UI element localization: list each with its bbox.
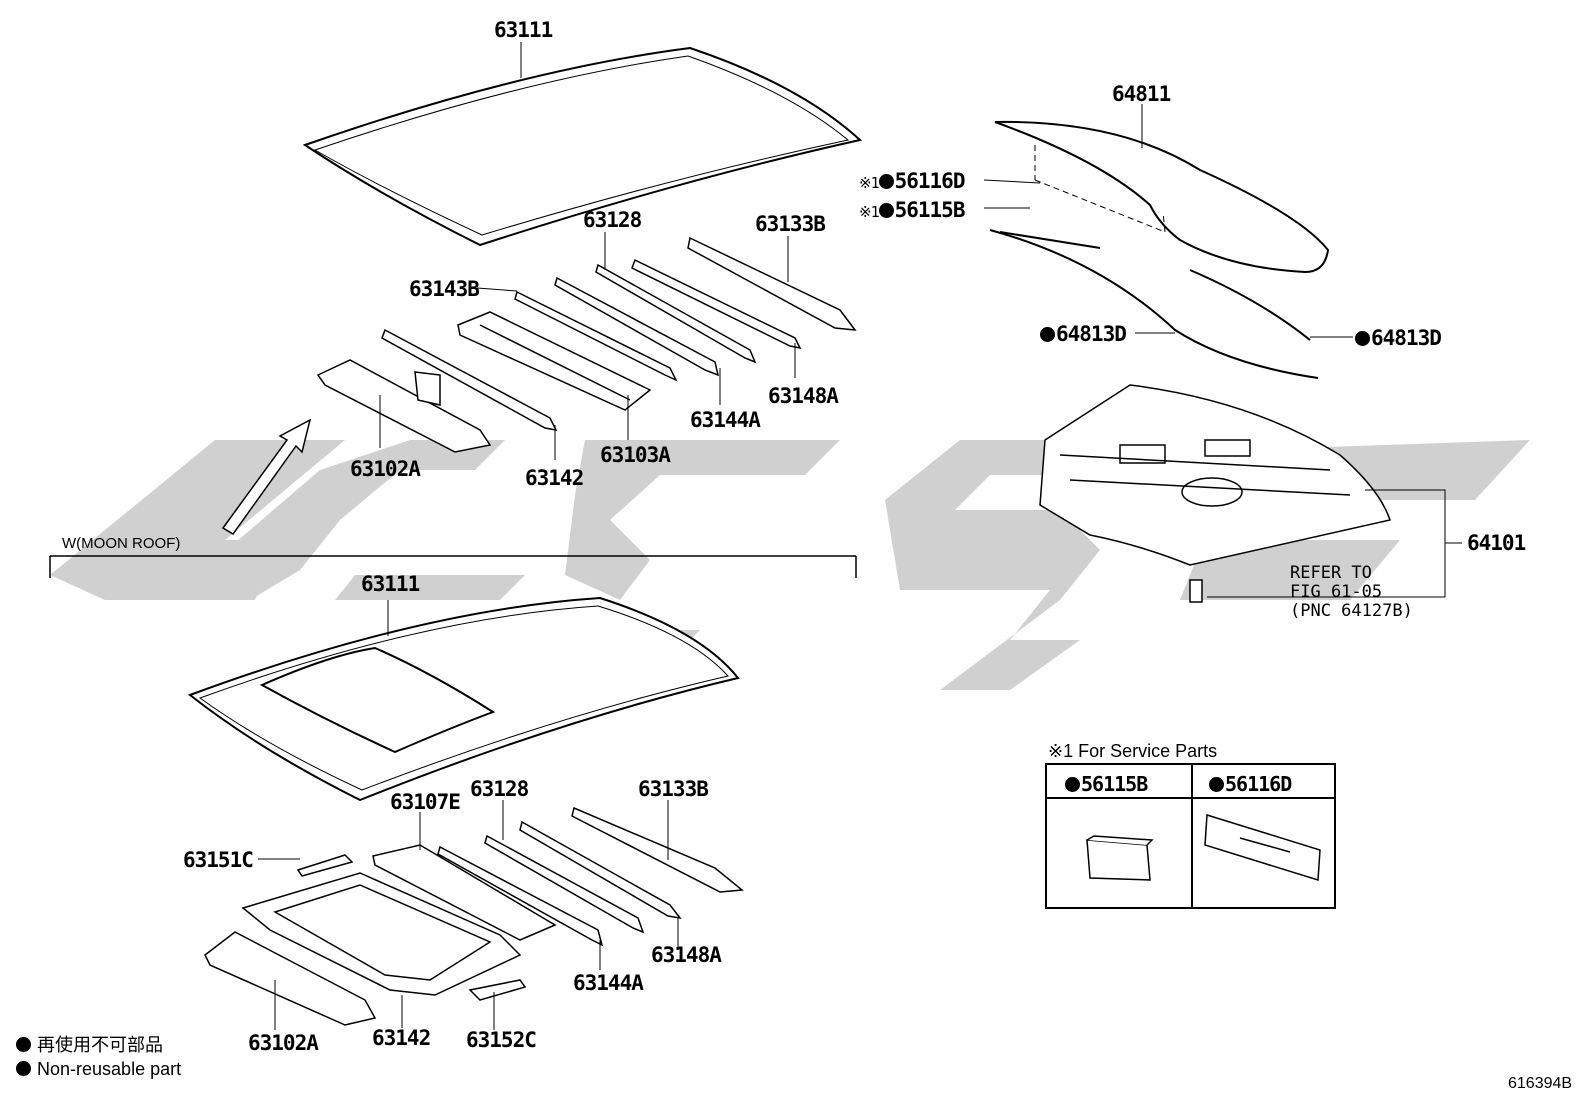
roof-panel-lower (187, 596, 740, 802)
figure-id: 616394B (1508, 1075, 1573, 1092)
label-63128-lower: 63128 (470, 777, 529, 801)
non-reusable-dot (878, 203, 894, 218)
label-roof-upper: 63111 (494, 18, 553, 42)
legend-en: Non-reusable part (16, 1060, 181, 1078)
label-63148A-upper: 63148A (768, 384, 839, 408)
package-tray-panel (1039, 384, 1391, 566)
moonroof-arrow (221, 418, 312, 535)
non-reusable-dot (878, 174, 894, 189)
label-63133B-lower: 63133B (638, 777, 709, 801)
label-63133B-upper: 63133B (755, 212, 826, 236)
moonroof-frame-inner (273, 884, 492, 981)
label-63102A-lower: 63102A (248, 1031, 319, 1055)
label-63152C-lower: 63152C (466, 1028, 537, 1052)
reinforcement-63133B (687, 236, 857, 331)
clip-56115B-illustration (1086, 835, 1154, 881)
label-63103A-upper: 63103A (600, 443, 671, 467)
refer-line-1: REFER TO (1290, 563, 1372, 583)
reinforcement-63103A (457, 311, 652, 411)
rear-glass (994, 120, 1330, 274)
reinforcement-63144A (554, 276, 720, 377)
bracket-63151C (296, 854, 354, 877)
service-parts-table: 56115B 56116D (1045, 763, 1336, 909)
clip-64127B (1189, 579, 1203, 603)
reinforcement-63128 (595, 263, 757, 364)
non-reusable-dot (16, 1037, 31, 1052)
reinforcement-63133B-lower (571, 806, 744, 893)
reinforcement-63148A-lower (519, 820, 682, 920)
label-64813D-left: 64813D (1040, 324, 1127, 345)
bracket-63152C (468, 979, 527, 1001)
service-table-header (1047, 765, 1334, 799)
non-reusable-dot (1355, 331, 1370, 346)
label-63144A-upper: 63144A (690, 408, 761, 432)
reinforcement-63143B (514, 290, 678, 382)
moonroof-section-label: W(MOON ROOF) (62, 535, 181, 552)
legend-jp: 再使用不可部品 (16, 1036, 163, 1054)
label-63148A-lower: 63148A (651, 943, 722, 967)
refer-line-2: FIG 61-05 (1290, 582, 1383, 602)
reinforcement-63144A-lower (437, 845, 604, 947)
label-63142-lower: 63142 (372, 1026, 431, 1050)
service-table-title: ※1 For Service Parts (1048, 741, 1218, 761)
non-reusable-dot (1040, 327, 1055, 342)
glass-seal (989, 229, 1319, 379)
non-reusable-dot (1065, 777, 1080, 792)
moonroof-bracket (49, 555, 857, 578)
label-63107E-lower: 63107E (390, 790, 461, 814)
non-reusable-dot (16, 1061, 31, 1076)
label-rear-glass: 64811 (1112, 82, 1171, 106)
moonroof-frame (241, 872, 522, 996)
label-63144A-lower: 63144A (573, 971, 644, 995)
reinforcement-63142 (381, 328, 558, 432)
reinforcement-63102A (316, 359, 492, 453)
service-col-56115B: 56115B (1065, 772, 1148, 796)
service-table-divider (1191, 765, 1193, 907)
label-64813D-right: 64813D (1355, 328, 1442, 349)
non-reusable-dot (1209, 777, 1224, 792)
label-63102A-upper: 63102A (350, 457, 421, 481)
label-63151C-lower: 63151C (183, 848, 254, 872)
reinforcement-63107E-lower (372, 844, 557, 941)
service-col-56116D: 56116D (1209, 772, 1292, 796)
roof-panel-upper (302, 46, 863, 247)
refer-line-3: (PNC 64127B) (1290, 601, 1413, 621)
reinforcement-63102A-lower (204, 931, 377, 1026)
label-63142-upper: 63142 (525, 466, 584, 490)
reinforcement-63128-lower (484, 834, 645, 934)
label-63128-upper: 63128 (583, 208, 642, 232)
clip-56116D-illustration (1204, 814, 1321, 881)
label-63143B-upper: 63143B (409, 277, 480, 301)
label-roof-lower: 63111 (361, 572, 420, 596)
label-64101: 64101 (1467, 531, 1526, 555)
